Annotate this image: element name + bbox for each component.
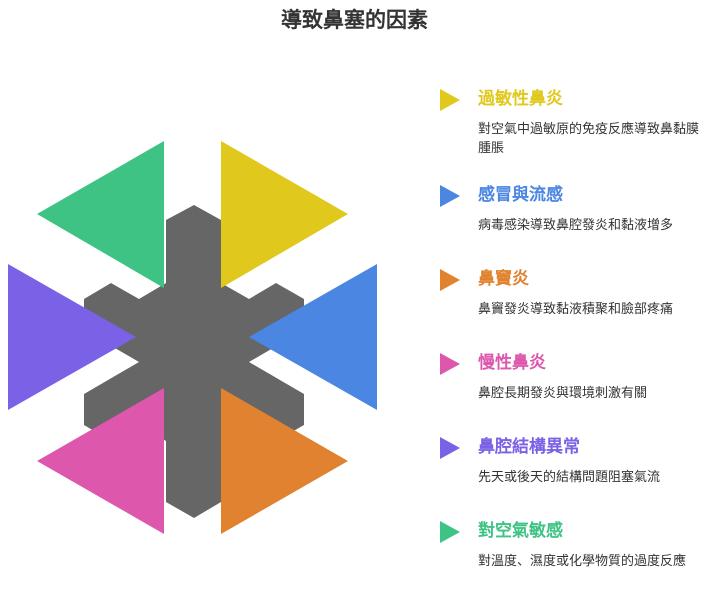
factor-description: 鼻竇發炎導致黏液積聚和臉部疼痛 (478, 302, 674, 317)
play-triangle-icon (440, 521, 460, 543)
play-triangle-icon (440, 437, 460, 459)
diagram-title: 導致鼻塞的因素 (281, 8, 428, 32)
factor-description: 對溫度、濕度或化學物質的過度反應 (478, 554, 687, 569)
factor-heading: 鼻竇炎 (478, 269, 529, 289)
central-hexagon-star (84, 205, 304, 518)
factor-heading: 慢性鼻炎 (478, 353, 546, 373)
factor-description: 鼻腔長期發炎與環境刺激有關 (478, 386, 648, 401)
factor-heading: 鼻腔結構異常 (478, 437, 580, 457)
factor-description: 對空氣中過敏原的免疫反應導致鼻黏膜腫脹 (478, 122, 700, 156)
factor-description: 病毒感染導致鼻腔發炎和黏液增多 (478, 218, 674, 233)
triangle-sinusitis (221, 388, 348, 534)
factor-heading: 感冒與流感 (478, 185, 563, 205)
triangle-cold-flu (249, 264, 377, 410)
triangle-allergic-rhinitis (221, 141, 348, 288)
play-triangle-icon (440, 353, 460, 375)
triangle-air-sensitivity (37, 141, 164, 288)
factor-heading: 過敏性鼻炎 (478, 89, 563, 109)
triangle-structural-abnormality (8, 264, 136, 410)
play-triangle-icon (440, 269, 460, 291)
factor-description: 先天或後天的結構問題阻塞氣流 (478, 470, 661, 485)
factor-heading: 對空氣敏感 (478, 521, 563, 541)
play-triangle-icon (440, 89, 460, 111)
play-triangle-icon (440, 185, 460, 207)
triangle-chronic-rhinitis (37, 388, 164, 534)
